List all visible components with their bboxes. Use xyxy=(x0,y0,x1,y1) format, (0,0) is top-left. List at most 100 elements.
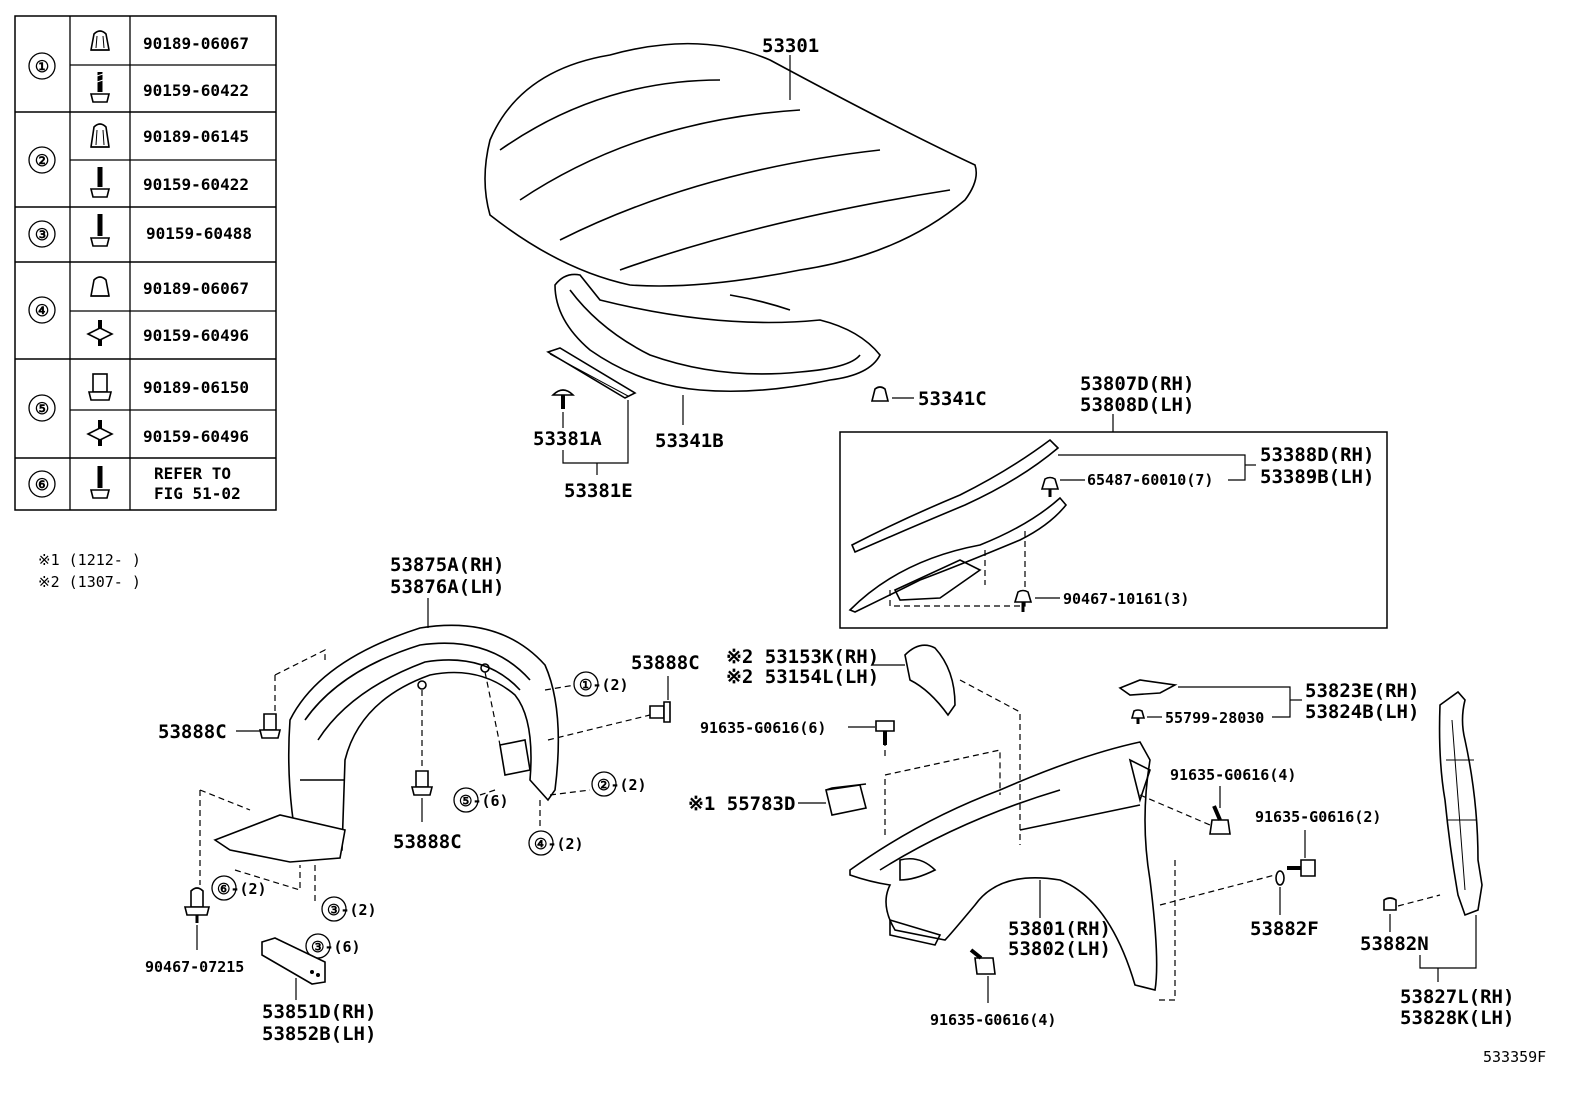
table-ref-3-label: ③ xyxy=(35,225,49,244)
table-ref-5: ⑤ xyxy=(28,394,56,422)
table-part-2b: 90159-60422 xyxy=(143,175,249,194)
table-ref-4-label: ④ xyxy=(35,301,49,320)
label-fender-rh: 53801(RH) xyxy=(1008,918,1111,940)
table-part-4a: 90189-06067 xyxy=(143,279,249,298)
label-ref1-qty: ①-(2) xyxy=(579,676,629,694)
table-part-1b: 90159-60422 xyxy=(143,81,249,100)
screw-icon xyxy=(89,72,111,103)
callout-ref-5 xyxy=(453,787,479,813)
label-fender-group-rh: 53807D(RH) xyxy=(1080,373,1194,395)
protector xyxy=(1118,679,1178,696)
clip-icon xyxy=(258,713,282,739)
table-part-2a: 90189-06145 xyxy=(143,127,249,146)
table-part-4b: 90159-60496 xyxy=(143,326,249,345)
label-clip-65487: 65487-60010(7) xyxy=(1087,471,1213,489)
clip-nut-icon xyxy=(90,30,110,51)
fender-bracket xyxy=(904,644,956,717)
label-clip-53888c-left: 53888C xyxy=(158,721,227,743)
flange-screw-icon xyxy=(86,320,114,346)
table-ref-3: ③ xyxy=(28,220,56,248)
front-fender xyxy=(849,741,1158,991)
label-clip-90467-10161: 90467-10161(3) xyxy=(1063,590,1189,608)
clip-icon xyxy=(410,770,434,796)
label-ref5-qty: ⑤-(6) xyxy=(459,792,509,810)
label-ref6-qty: ⑥-(2) xyxy=(217,880,267,898)
bolt-icon xyxy=(1287,859,1316,877)
label-liner-lh: 53876A(LH) xyxy=(390,576,504,598)
label-bolt-top: 91635-G0616(6) xyxy=(700,719,826,737)
washer-icon xyxy=(1275,870,1285,886)
table-ref-5-label: ⑤ xyxy=(35,399,49,418)
label-ref4-qty: ④-(2) xyxy=(534,835,584,853)
clip-icon xyxy=(551,389,575,409)
fender-side-seal xyxy=(1438,690,1483,917)
label-fender-lh: 53802(LH) xyxy=(1008,938,1111,960)
label-hood-clip: 53341C xyxy=(918,388,987,410)
table-part-5b: 90159-60496 xyxy=(143,427,249,446)
clip-icon xyxy=(1383,897,1397,911)
label-seal-lh: 53389B(LH) xyxy=(1260,466,1374,488)
flange-screw-icon xyxy=(86,420,114,446)
clip-nut-icon xyxy=(90,276,110,297)
clip-nut-icon xyxy=(90,123,110,148)
clip-icon xyxy=(1130,709,1146,724)
label-hood: 53301 xyxy=(762,35,819,57)
label-bracket-154-lh: ※2 53154L(LH) xyxy=(726,666,879,688)
label-fender-group-lh: 53808D(LH) xyxy=(1080,394,1194,416)
cushion-block xyxy=(825,783,867,816)
label-bracket-lh: 53852B(LH) xyxy=(262,1023,376,1045)
label-seal-clip: 53381A xyxy=(533,428,602,450)
clip-nut-icon xyxy=(87,373,113,401)
label-side-seal-lh: 53828K(LH) xyxy=(1400,1007,1514,1029)
note-1: ※1 (1212- ) xyxy=(38,551,141,569)
label-protector-rh: 53823E(RH) xyxy=(1305,680,1419,702)
callout-ref-3a xyxy=(321,896,347,922)
bolt-icon xyxy=(875,720,895,745)
table-ref-2-label: ② xyxy=(35,151,49,170)
table-ref-4: ④ xyxy=(28,296,56,324)
note-2: ※2 (1307- ) xyxy=(38,573,141,591)
bolt-icon xyxy=(969,948,996,975)
label-bolt-bottom: 91635-G0616(4) xyxy=(930,1011,1056,1029)
label-ref2-qty: ②-(2) xyxy=(597,776,647,794)
clip-icon xyxy=(1040,476,1060,497)
label-clip-55799: 55799-28030 xyxy=(1165,709,1264,727)
table-part-6: REFER TO FIG 51-02 xyxy=(154,464,241,503)
clip-icon xyxy=(649,701,671,723)
label-clip-53882n: 53882N xyxy=(1360,933,1429,955)
screw-icon xyxy=(89,214,111,247)
label-bracket-rh: 53851D(RH) xyxy=(262,1001,376,1023)
table-ref-1: ① xyxy=(28,52,56,80)
label-seal-rh: 53388D(RH) xyxy=(1260,444,1374,466)
label-ref3-qty-a: ③-(2) xyxy=(327,901,377,919)
table-ref-6: ⑥ xyxy=(28,470,56,498)
callout-ref-1 xyxy=(573,671,599,697)
table-ref-2: ② xyxy=(28,146,56,174)
table-part-3: 90159-60488 xyxy=(146,224,252,243)
label-clip-53888c-mid: 53888C xyxy=(393,831,462,853)
label-clip-90467-07215: 90467-07215 xyxy=(145,958,244,976)
screw-icon xyxy=(89,167,111,198)
fender-seal-box xyxy=(839,414,1388,629)
label-liner-rh: 53875A(RH) xyxy=(390,554,504,576)
label-bolt-right-b: 91635-G0616(2) xyxy=(1255,808,1381,826)
callout-ref-6 xyxy=(211,875,237,901)
hood-panel xyxy=(484,42,978,287)
label-side-seal-rh: 53827L(RH) xyxy=(1400,986,1514,1008)
screw-icon xyxy=(89,466,111,499)
clip-icon xyxy=(1013,589,1033,612)
bracket xyxy=(261,937,326,985)
table-part-1a: 90189-06067 xyxy=(143,34,249,53)
label-bolt-right-a: 91635-G0616(4) xyxy=(1170,766,1296,784)
callout-ref-2 xyxy=(591,771,617,797)
label-washer: 53882F xyxy=(1250,918,1319,940)
label-bracket-153-rh: ※2 53153K(RH) xyxy=(726,646,879,668)
fastener-table: ① ② ③ ④ ⑤ ⑥ 90189-06067 90159-60422 9018… xyxy=(14,15,277,511)
fender-liner xyxy=(213,624,560,863)
table-ref-1-label: ① xyxy=(35,57,49,76)
label-ref3-qty-b: ③-(6) xyxy=(311,938,361,956)
label-hood-insulator: 53341B xyxy=(655,430,724,452)
hood-insulator xyxy=(554,273,881,393)
clip-icon xyxy=(870,386,890,402)
